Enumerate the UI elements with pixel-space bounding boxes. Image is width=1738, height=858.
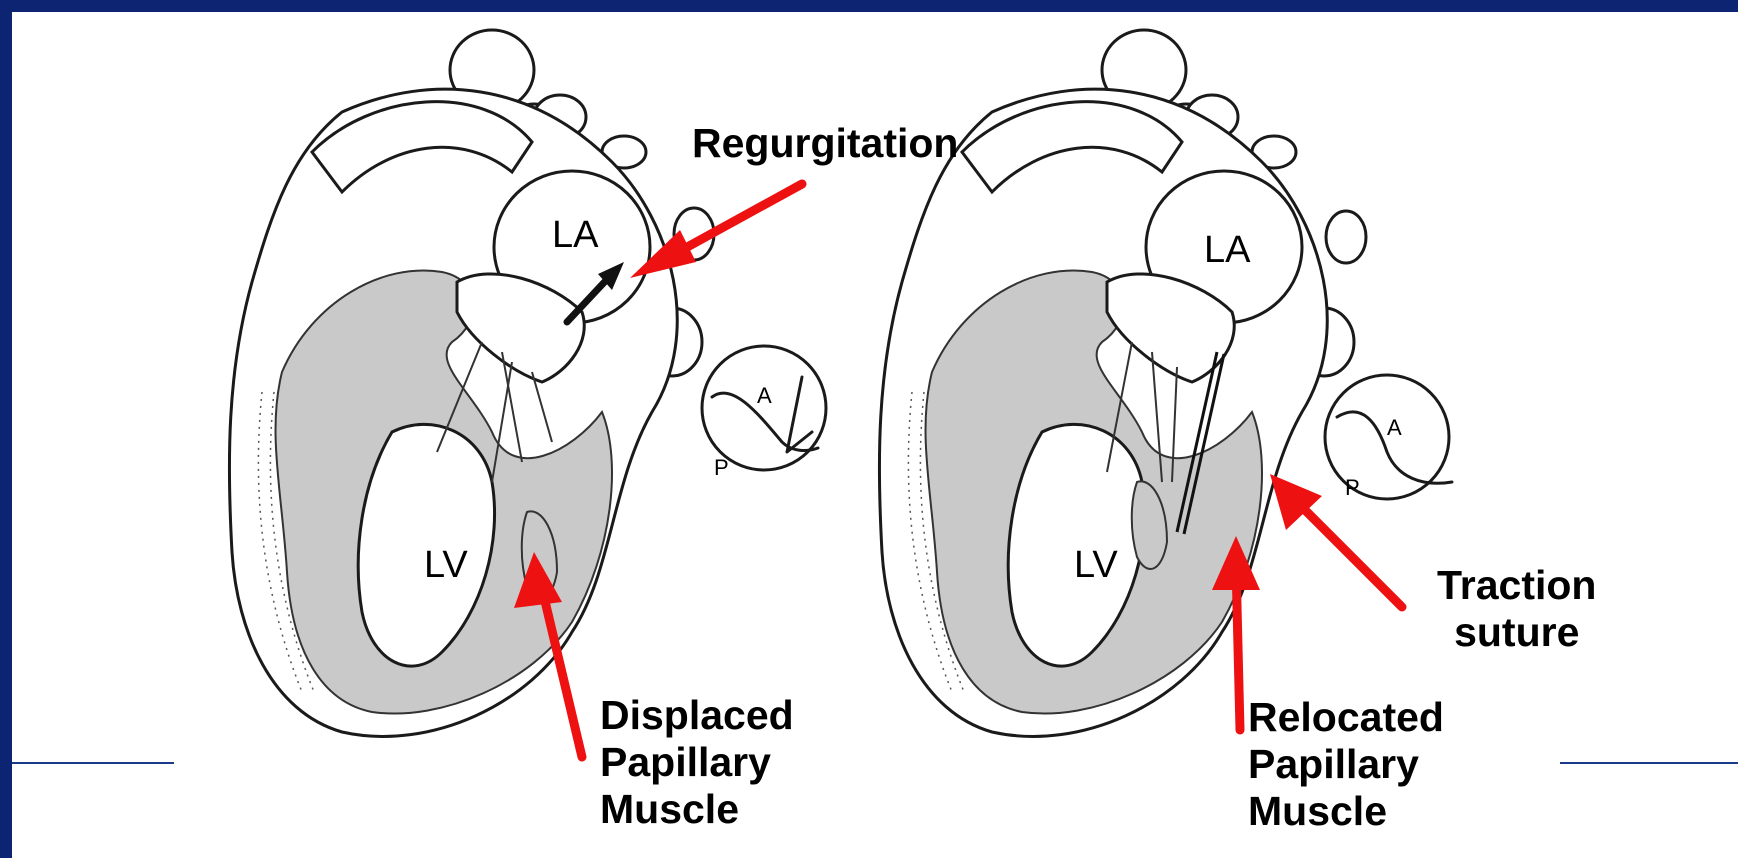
displaced-papillary-muscle-label: Displaced Papillary Muscle <box>600 692 794 833</box>
right-la-label: LA <box>1204 227 1250 274</box>
displaced-line-1: Displaced <box>600 692 794 739</box>
traction-suture-label: Traction suture <box>1437 562 1596 656</box>
traction-line-2: suture <box>1437 609 1596 656</box>
displaced-line-2: Papillary <box>600 739 794 786</box>
slide-canvas: LA LV A P LA LV A P Regurgitation Displa… <box>12 12 1738 858</box>
left-inset-anterior-label: A <box>757 372 772 419</box>
right-inset-anterior-label: A <box>1387 404 1402 451</box>
relocated-papillary-muscle-label: Relocated Papillary Muscle <box>1248 694 1444 835</box>
regurgitation-label: Regurgitation <box>692 120 958 167</box>
left-la-label: LA <box>552 212 598 259</box>
left-heart-illustration <box>229 30 714 736</box>
left-lv-label: LV <box>424 542 468 589</box>
relocated-line-3: Muscle <box>1248 788 1444 835</box>
right-lv-label: LV <box>1074 542 1118 589</box>
right-inset-posterior-label: P <box>1345 464 1360 511</box>
traction-line-1: Traction <box>1437 562 1596 609</box>
left-inset-posterior-label: P <box>714 444 729 491</box>
relocated-line-1: Relocated <box>1248 694 1444 741</box>
displaced-line-3: Muscle <box>600 786 794 833</box>
relocated-line-2: Papillary <box>1248 741 1444 788</box>
